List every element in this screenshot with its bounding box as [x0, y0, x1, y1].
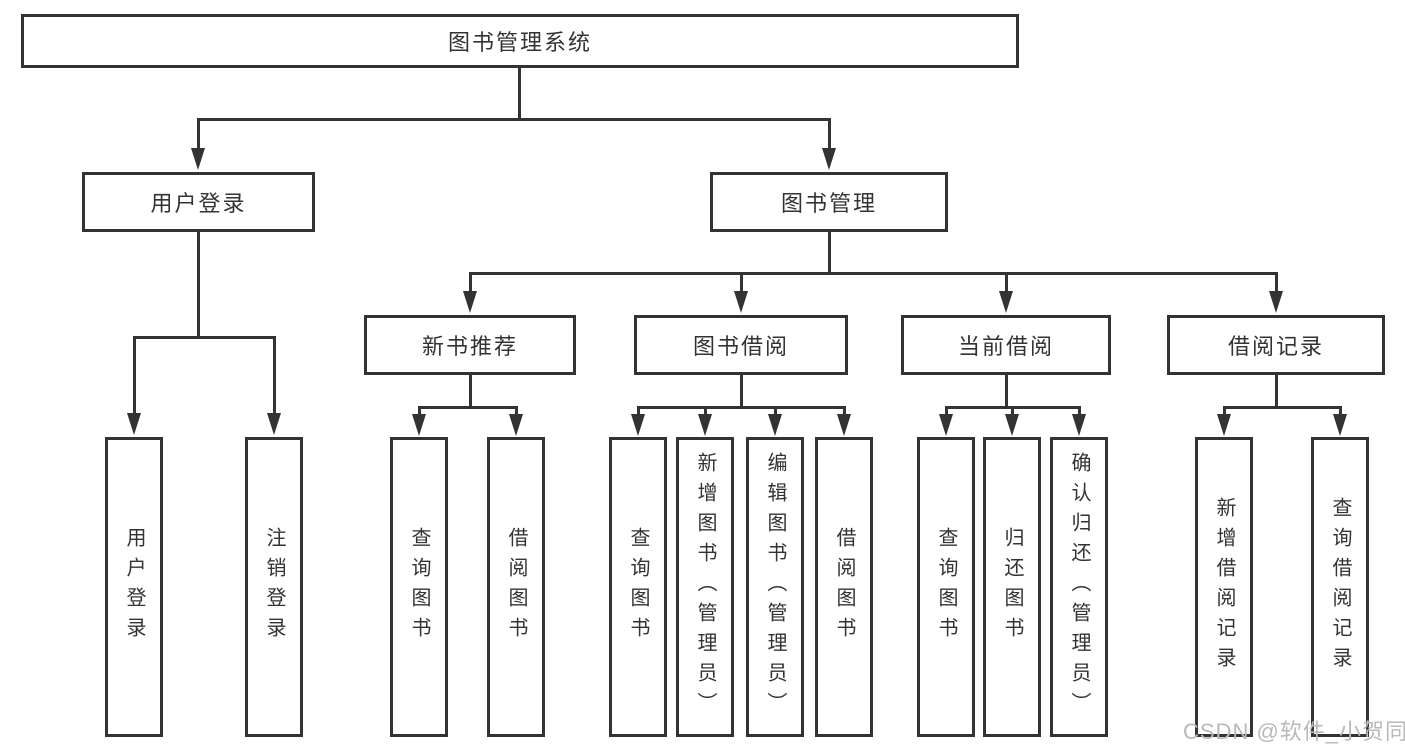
connector-borrow-records-rail: [1223, 406, 1342, 409]
arrow-to-leaf-query-borrow-record: [1333, 406, 1347, 436]
leaf-query-books-1-label: 查询图书: [408, 527, 430, 647]
leaf-edit-book-admin: 编辑图书（管理员）: [746, 437, 804, 737]
arrow-to-leaf-add-book: [698, 406, 712, 436]
arrow-to-leaf-query-books-3: [939, 406, 953, 436]
connector-user-login-stem: [197, 232, 200, 338]
node-root-label: 图书管理系统: [447, 30, 592, 55]
leaf-query-books-3-label: 查询图书: [935, 527, 957, 647]
connector-root-stem: [518, 68, 521, 120]
arrow-to-user-login: [191, 118, 205, 170]
leaf-add-borrow-record-label: 新增借阅记录: [1213, 497, 1235, 677]
arrow-to-leaf-query-books-2: [631, 406, 645, 436]
branch-book-borrow-label: 图书借阅: [692, 334, 789, 359]
arrow-to-leaf-borrow-books-2: [837, 406, 851, 436]
connector-current-borrow-stem: [1005, 375, 1008, 408]
leaf-user-login: 用户登录: [105, 437, 163, 737]
leaf-confirm-return-admin: 确认归还（管理员）: [1050, 437, 1108, 737]
branch-new-book-recommend-label: 新书推荐: [421, 334, 518, 359]
branch-book-management-label: 图书管理: [780, 191, 877, 216]
leaf-add-borrow-record: 新增借阅记录: [1195, 437, 1253, 737]
arrow-to-leaf-add-borrow-record: [1217, 406, 1231, 436]
leaf-borrow-books-1-label: 借阅图书: [505, 527, 527, 647]
arrow-to-leaf-edit-book: [768, 406, 782, 436]
arrow-to-leaf-user-login: [127, 336, 141, 435]
branch-current-borrow-label: 当前借阅: [957, 334, 1054, 359]
branch-user-login-label: 用户登录: [150, 191, 247, 216]
branch-book-borrow: 图书借阅: [634, 315, 848, 375]
connector-user-login-rail: [133, 336, 276, 339]
leaf-borrow-books-1: 借阅图书: [487, 437, 545, 737]
leaf-logout-label: 注销登录: [263, 527, 285, 647]
leaf-edit-book-admin-label: 编辑图书（管理员）: [764, 452, 786, 722]
arrow-to-leaf-confirm-return: [1072, 406, 1086, 436]
connector-borrow-records-stem: [1275, 375, 1278, 408]
arrow-to-book-borrow: [734, 272, 748, 313]
connector-book-borrow-stem: [740, 375, 743, 408]
arrow-to-leaf-borrow-books-1: [509, 406, 523, 436]
branch-current-borrow: 当前借阅: [901, 315, 1111, 375]
arrow-to-leaf-return-book: [1005, 406, 1019, 436]
branch-borrow-records: 借阅记录: [1167, 315, 1385, 375]
branch-book-management: 图书管理: [710, 172, 948, 232]
leaf-add-book-admin-label: 新增图书（管理员）: [694, 452, 716, 722]
leaf-query-books-1: 查询图书: [390, 437, 448, 737]
leaf-borrow-books-2: 借阅图书: [815, 437, 873, 737]
connector-book-borrow-rail: [637, 406, 846, 409]
node-root: 图书管理系统: [21, 14, 1019, 68]
leaf-borrow-books-2-label: 借阅图书: [833, 527, 855, 647]
arrow-to-new-book-recommend: [463, 272, 477, 313]
leaf-return-book: 归还图书: [983, 437, 1041, 737]
connector-book-management-stem: [828, 232, 831, 274]
arrow-to-current-borrow: [999, 272, 1013, 313]
leaf-query-books-3: 查询图书: [917, 437, 975, 737]
branch-new-book-recommend: 新书推荐: [364, 315, 576, 375]
leaf-query-borrow-record: 查询借阅记录: [1311, 437, 1369, 737]
branch-user-login: 用户登录: [82, 172, 315, 232]
arrow-to-leaf-query-books-1: [412, 406, 426, 436]
connector-level2-rail: [197, 118, 831, 121]
connector-level3-rail: [469, 272, 1277, 275]
connector-new-book-recommend-stem: [469, 375, 472, 408]
leaf-confirm-return-admin-label: 确认归还（管理员）: [1068, 452, 1090, 722]
leaf-query-books-2-label: 查询图书: [627, 527, 649, 647]
leaf-return-book-label: 归还图书: [1001, 527, 1023, 647]
leaf-add-book-admin: 新增图书（管理员）: [676, 437, 734, 737]
leaf-query-borrow-record-label: 查询借阅记录: [1329, 497, 1351, 677]
branch-borrow-records-label: 借阅记录: [1227, 334, 1324, 359]
leaf-user-login-label: 用户登录: [123, 527, 145, 647]
arrow-to-leaf-logout: [267, 336, 281, 435]
arrow-to-book-management: [822, 118, 836, 170]
leaf-logout: 注销登录: [245, 437, 303, 737]
leaf-query-books-2: 查询图书: [609, 437, 667, 737]
arrow-to-borrow-records: [1269, 272, 1283, 313]
connector-new-book-recommend-rail: [418, 406, 518, 409]
